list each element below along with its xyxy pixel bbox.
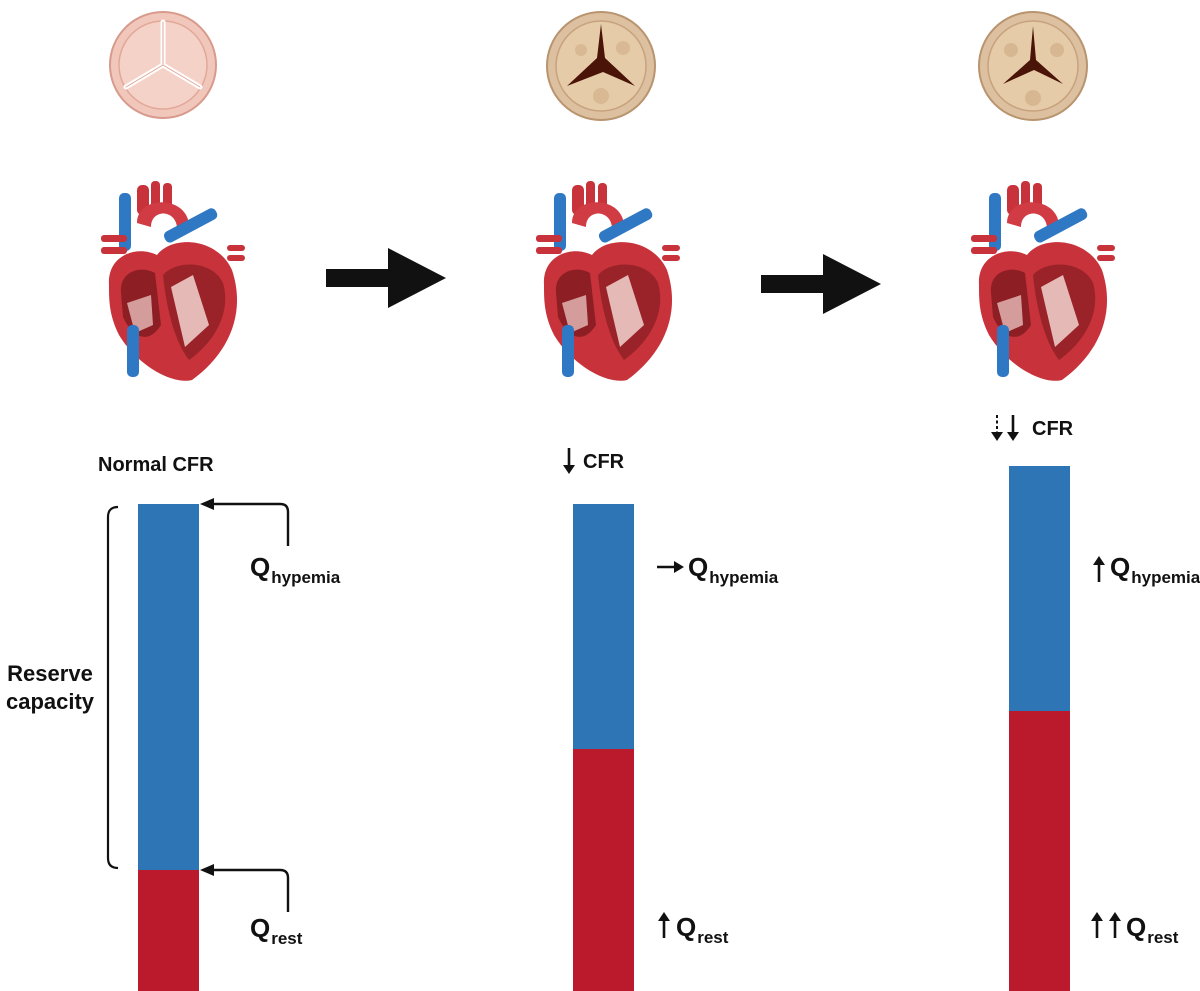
hyperemia-flow-label: Qhypemia: [1110, 552, 1200, 587]
rest-flow-label: Qrest: [676, 912, 729, 947]
hyperemia-pointer-arrow: [200, 498, 290, 546]
rest-flow-bar: [138, 870, 199, 991]
rest-flow-label: Qrest: [1126, 912, 1179, 947]
heart-icon: [971, 181, 1115, 381]
rest-flow-bar: [1009, 711, 1070, 991]
dashed-down-arrow-icon: [990, 414, 1004, 442]
down-arrow-icon: [1005, 413, 1021, 443]
hyperemia-flow-label: Qhypemia: [688, 552, 779, 587]
hyperemia-flow-bar: [138, 504, 199, 870]
up-arrow-icon: [656, 910, 672, 940]
reserve-capacity-label: Reserve capacity: [5, 661, 95, 714]
rest-pointer-arrow: [200, 864, 290, 912]
cfr-label: CFR: [1032, 418, 1074, 440]
stenotic-aortic-valve-icon: [978, 11, 1088, 121]
right-block-arrow-icon: [761, 254, 881, 314]
right-block-arrow-icon: [326, 248, 446, 308]
normal-aortic-valve-icon: [109, 11, 217, 119]
stenotic-aortic-valve-icon: [546, 11, 656, 121]
cfr-label: Normal CFR: [98, 454, 214, 476]
reserve-bracket: [106, 505, 119, 870]
heart-icon: [101, 181, 245, 381]
hyperemia-flow-bar: [1009, 466, 1070, 711]
rest-flow-bar: [573, 749, 634, 991]
rest-flow-label: Qrest: [250, 913, 303, 948]
heart-icon: [536, 181, 680, 381]
cfr-label: CFR: [583, 451, 625, 473]
up-arrow-icon: [1091, 554, 1107, 584]
double-up-arrow-icon: [1089, 910, 1123, 940]
right-arrow-icon: [657, 561, 684, 573]
hyperemia-flow-label: Qhypemia: [250, 552, 341, 587]
hyperemia-flow-bar: [573, 504, 634, 749]
down-arrow-icon: [561, 446, 577, 476]
